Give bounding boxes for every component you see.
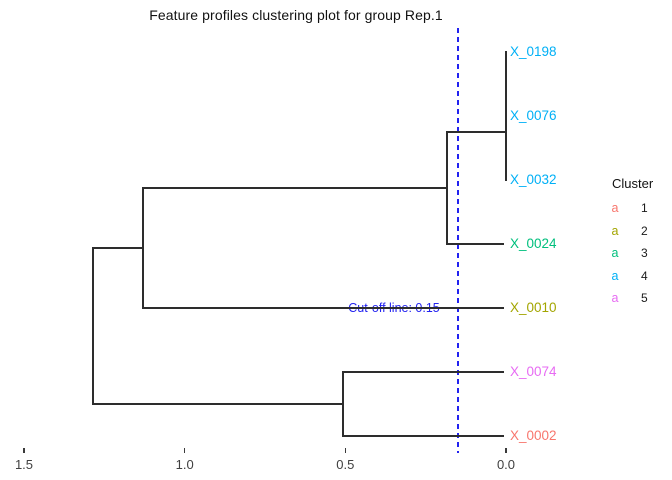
- legend-entry-label: 1: [641, 201, 648, 215]
- legend-key-glyph-cluster-5: a: [611, 291, 619, 305]
- x-axis-tick: [505, 448, 507, 453]
- x-axis-tick-label: 1.0: [175, 457, 194, 472]
- leaf-label-x_0074: X_0074: [510, 364, 557, 379]
- leaf-label-x_0032: X_0032: [510, 172, 557, 187]
- leaf-label-x_0010: X_0010: [510, 300, 557, 315]
- x-axis-tick-label: 0.0: [496, 457, 516, 472]
- legend-entry-label: 4: [641, 268, 648, 283]
- cutoff-dashed-line: [456, 28, 459, 453]
- leaf-label-x_0002: X_0002: [510, 428, 557, 443]
- leaf-label-x_0076: X_0076: [510, 108, 557, 123]
- x-axis-tick: [23, 448, 25, 453]
- plot-title: Feature profiles clustering plot for gro…: [149, 7, 443, 23]
- legend-entry-label: 5: [641, 291, 648, 305]
- dendrogram-horizontal-segment: [92, 403, 345, 405]
- dendrogram-horizontal-segment: [342, 435, 505, 437]
- dendrogram-horizontal-segment: [92, 247, 145, 249]
- dendrogram-horizontal-segment: [142, 187, 449, 189]
- dendrogram-vertical-segment: [342, 371, 345, 437]
- dendrogram-horizontal-segment: [446, 131, 507, 133]
- legend-key-glyph-cluster-2: a: [611, 223, 619, 238]
- x-axis-tick: [344, 448, 347, 453]
- x-axis-tick: [183, 448, 186, 453]
- dendrogram-vertical-segment: [505, 51, 507, 181]
- dendrogram-vertical-segment: [92, 247, 95, 405]
- x-axis-tick-label: 0.5: [336, 457, 355, 472]
- dendrogram-horizontal-segment: [342, 371, 505, 373]
- leaf-label-x_0198: X_0198: [510, 44, 557, 59]
- leaf-label-x_0024: X_0024: [510, 236, 557, 251]
- legend-key-glyph-cluster-4: a: [611, 268, 619, 283]
- legend-key-glyph-cluster-3: a: [611, 246, 619, 260]
- legend-key-glyph-cluster-1: a: [611, 201, 619, 215]
- legend-title: Cluster: [612, 176, 654, 191]
- dendrogram-horizontal-segment: [446, 243, 505, 245]
- legend-entry-label: 2: [641, 223, 648, 238]
- x-axis-tick-label: 1.5: [14, 457, 34, 472]
- legend-entry-label: 3: [641, 246, 648, 260]
- dendrogram-horizontal-segment: [142, 307, 505, 309]
